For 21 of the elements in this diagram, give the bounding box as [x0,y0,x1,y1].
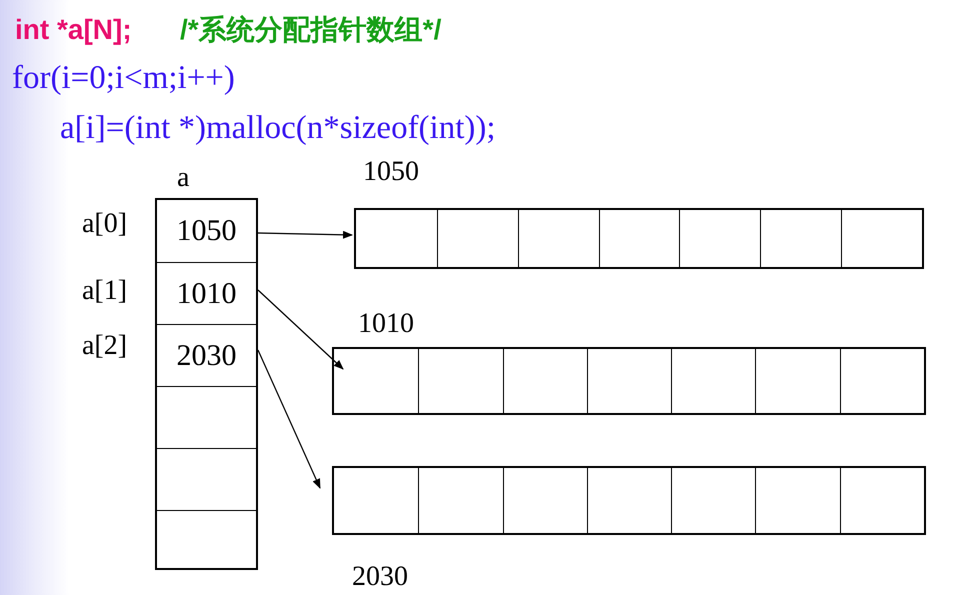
pointer-arrow [258,290,344,370]
pointer-arrow [257,350,321,489]
address-value: 1050 [176,216,236,246]
memory-block-row [354,208,924,269]
memory-block-row [332,347,926,415]
element-label: a[1] [82,277,128,305]
code-line: a[i]=(int *)malloc(n*sizeof(int)); [60,112,496,145]
memory-block-row [332,466,926,535]
address-label: 1050 [363,158,419,186]
pointer-array-column [155,198,258,570]
address-value: 2030 [176,340,236,370]
address-label: 1010 [358,310,414,338]
element-label: a[0] [82,210,128,238]
code-comment: /*系统分配指针数组*/ [180,16,442,44]
pointer-arrow [258,230,353,239]
array-name-label: a [177,164,190,192]
address-label: 2030 [352,563,408,591]
element-label: a[2] [82,332,128,360]
code-line: for(i=0;i<m;i++) [12,62,235,95]
address-value: 1010 [176,278,236,308]
code-line: int *a[N]; [15,16,132,44]
